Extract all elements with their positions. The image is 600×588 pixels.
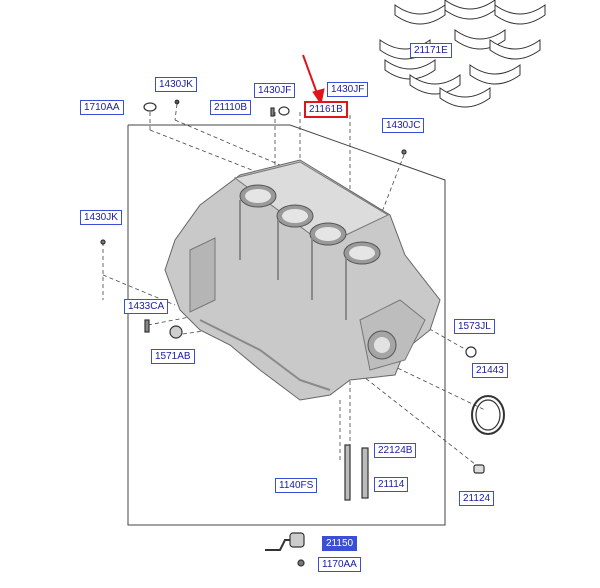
part-label-21171E[interactable]: 21171E: [410, 43, 452, 58]
engine-block-body: [164, 159, 441, 401]
part-label-1573JL[interactable]: 1573JL: [454, 319, 495, 334]
part-label-1710AA[interactable]: 1710AA: [80, 100, 124, 115]
assembly-frame: [127, 124, 446, 526]
part-label-1430JK-top[interactable]: 1430JK: [155, 77, 197, 92]
part-label-1140FS[interactable]: 1140FS: [275, 478, 318, 493]
part-label-21124[interactable]: 21124: [459, 491, 495, 506]
part-label-1430JF-right[interactable]: 1430JF: [327, 82, 369, 97]
part-label-1571AB[interactable]: 1571AB: [151, 349, 195, 364]
part-label-21161B[interactable]: 21161B: [304, 101, 348, 118]
part-label-21150[interactable]: 21150: [322, 536, 358, 551]
part-label-1170AA[interactable]: 1170AA: [318, 557, 361, 572]
part-label-1433CA[interactable]: 1433CA: [124, 299, 169, 314]
part-label-1430JF-left[interactable]: 1430JF: [254, 83, 296, 98]
part-label-21114[interactable]: 21114: [374, 477, 409, 492]
part-label-22124B[interactable]: 22124B: [374, 443, 417, 458]
part-label-1430JK-left[interactable]: 1430JK: [80, 210, 122, 225]
part-label-21110B[interactable]: 21110B: [210, 100, 251, 115]
bearing-shells: [379, 0, 546, 108]
part-label-21443[interactable]: 21443: [472, 363, 508, 378]
part-label-1430JC[interactable]: 1430JC: [382, 118, 425, 133]
red-arrow-icon: [302, 54, 325, 106]
hardware-parts: [100, 99, 505, 567]
